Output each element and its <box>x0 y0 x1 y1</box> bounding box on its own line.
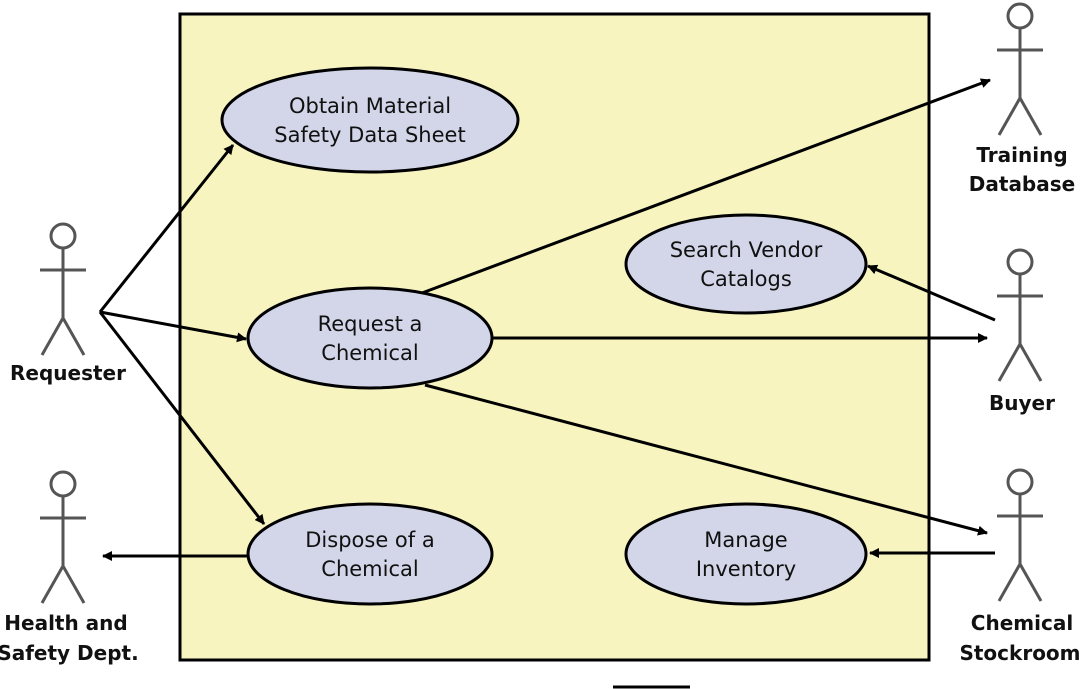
use-case-dispose-chemical[interactable]: Dispose of a Chemical <box>246 502 494 606</box>
arrow-request-to-stockroom <box>424 383 988 536</box>
use-case-label-line2: Safety Data Sheet <box>274 123 465 147</box>
use-case-search-vendor[interactable]: Search Vendor Catalogs <box>624 213 868 315</box>
use-case-label-line2: Inventory <box>696 557 796 581</box>
use-case-label-line2: Chemical <box>321 341 418 365</box>
use-case-manage-inventory[interactable]: Manage Inventory <box>624 502 868 606</box>
arrow-request-to-training-db <box>421 78 991 295</box>
use-case-label-line1: Dispose of a <box>305 528 434 552</box>
use-case-label-line2: Catalogs <box>700 267 792 291</box>
actor-chemical-stockroom[interactable]: Chemical Stockroom <box>959 468 1080 665</box>
actor-label-line1: Chemical <box>971 611 1073 635</box>
arrow-requester-to-dispose-chemical <box>98 311 266 525</box>
actor-health-safety[interactable]: Health and Safety Dept. <box>0 470 139 665</box>
use-case-request-chemical[interactable]: Request a Chemical <box>246 286 494 390</box>
arrow-requester-to-request-chemical <box>99 310 247 343</box>
actor-label-line1: Training <box>976 143 1067 167</box>
arrow-requester-to-obtain-msds <box>98 144 235 313</box>
actor-label-line1: Health and <box>4 611 127 635</box>
actor-training-database[interactable]: Training Database <box>969 2 1075 196</box>
use-case-label-line1: Search Vendor <box>670 238 823 262</box>
actor-label-line2: Database <box>969 172 1075 196</box>
actor-buyer[interactable]: Buyer <box>989 248 1055 415</box>
actor-label-line1: Requester <box>10 361 126 385</box>
use-case-obtain-msds[interactable]: Obtain Material Safety Data Sheet <box>220 66 520 174</box>
use-case-label-line2: Chemical <box>321 557 418 581</box>
use-case-label-line1: Manage <box>704 528 787 552</box>
use-case-label-line1: Request a <box>318 312 423 336</box>
actor-label-line1: Buyer <box>989 391 1055 415</box>
arrow-buyer-to-search-vendor <box>867 264 996 322</box>
actor-label-line2: Stockroom <box>959 641 1080 665</box>
use-case-label-line1: Obtain Material <box>289 94 451 118</box>
actor-label-line2: Safety Dept. <box>0 641 139 665</box>
actor-requester[interactable]: Requester <box>10 222 126 385</box>
